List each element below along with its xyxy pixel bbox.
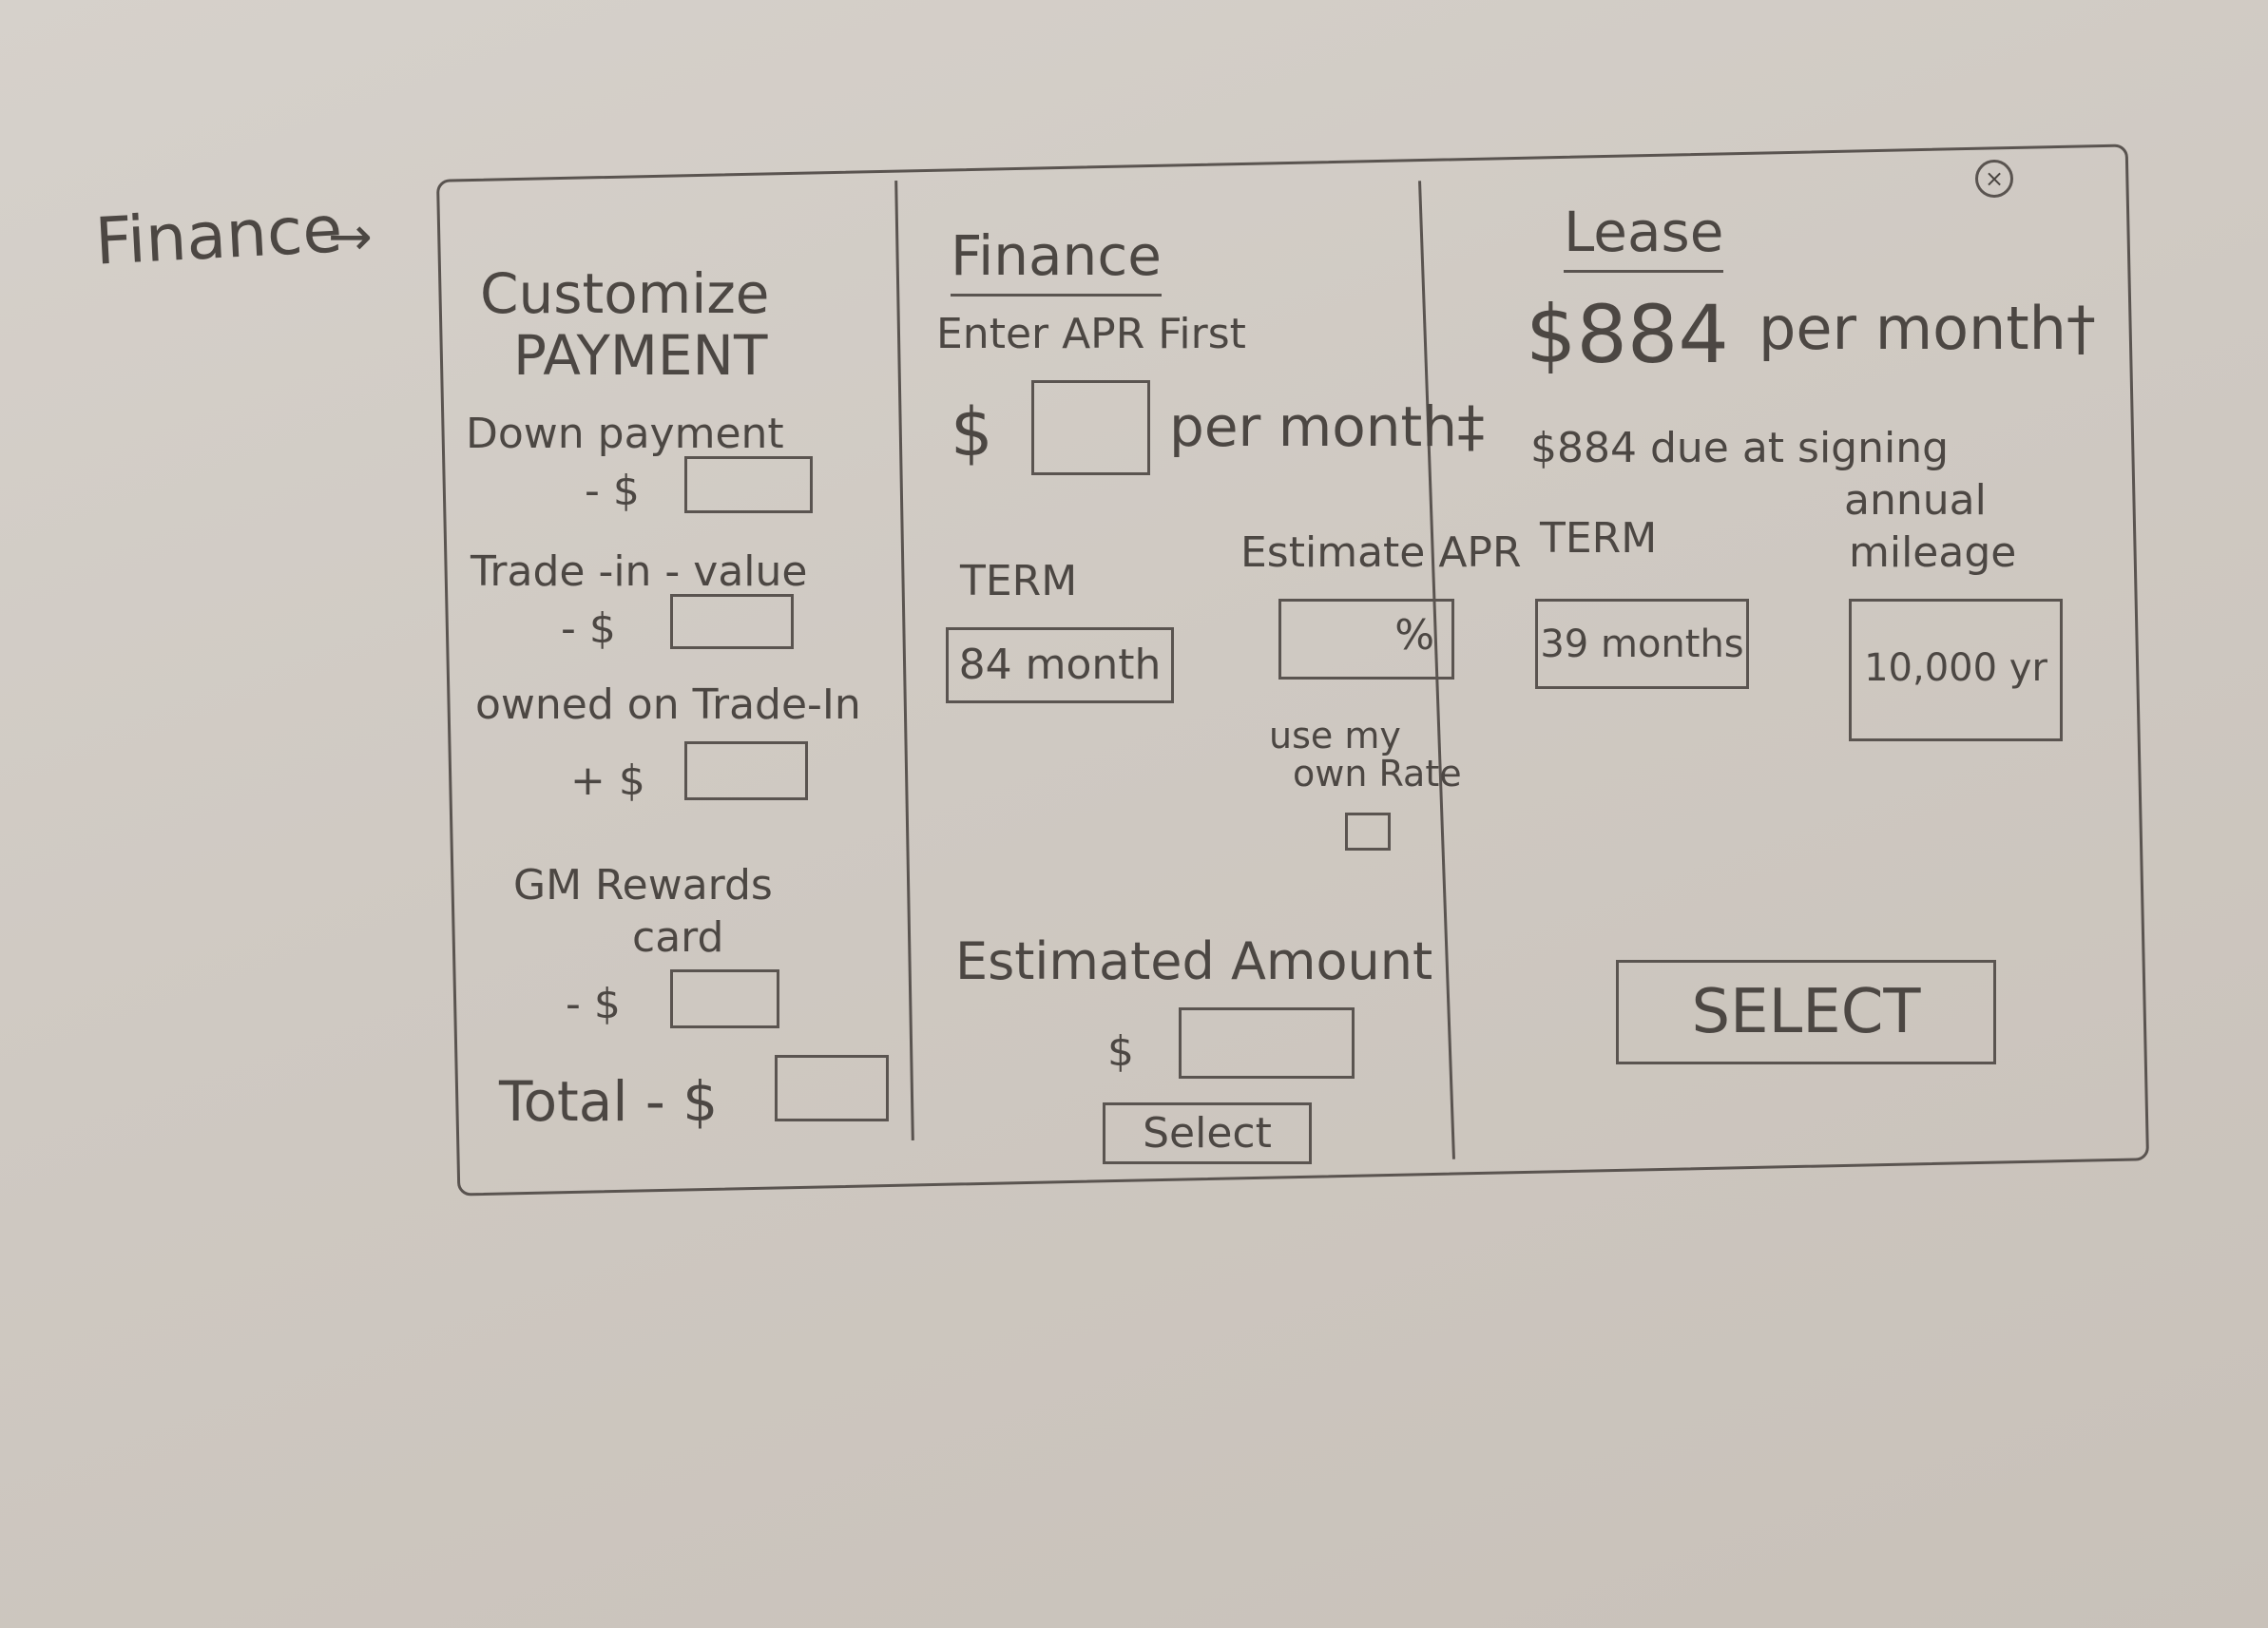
close-icon[interactable]: ×	[1975, 160, 2013, 198]
enter-apr-first-label: Enter APR First	[936, 310, 1246, 358]
down-payment-input[interactable]	[684, 456, 813, 513]
customize-subtitle: PAYMENT	[513, 323, 768, 388]
estimated-amount-label: Estimated Amount	[955, 931, 1433, 991]
gm-rewards-sign: - $	[566, 980, 621, 1028]
gm-rewards-sublabel: card	[632, 913, 724, 962]
total-label: Total - $	[499, 1069, 719, 1134]
finance-term-select[interactable]: 84 month	[946, 627, 1174, 703]
down-payment-sign: - $	[585, 467, 640, 515]
use-own-rate-checkbox[interactable]	[1345, 813, 1391, 851]
percent-label: %	[1394, 611, 1434, 660]
gm-rewards-input[interactable]	[670, 969, 779, 1028]
down-payment-label: Down payment	[466, 410, 784, 458]
finance-select-button[interactable]: Select	[1103, 1102, 1312, 1164]
lease-select-button[interactable]: SELECT	[1616, 960, 1996, 1064]
annual-mileage-sublabel: mileage	[1849, 528, 2017, 577]
due-at-signing-label: $884 due at signing	[1530, 424, 1950, 472]
annual-mileage-select[interactable]: 10,000 yr	[1849, 599, 2063, 741]
use-own-rate-sublabel: own Rate	[1293, 753, 1462, 795]
estimated-amount-input[interactable]	[1179, 1007, 1355, 1079]
annual-mileage-label: annual	[1844, 476, 1987, 525]
owed-on-trade-in-input[interactable]	[684, 741, 808, 800]
estimate-apr-label: Estimate APR	[1240, 528, 1522, 577]
trade-in-value-label: Trade -in - value	[471, 547, 808, 596]
trade-in-value-sign: - $	[561, 604, 616, 653]
gm-rewards-label: GM Rewards	[513, 861, 773, 910]
annotation-arrow-icon: →	[328, 206, 373, 268]
finance-title: Finance	[951, 223, 1162, 297]
estimated-amount-currency: $	[1107, 1027, 1134, 1076]
lease-title: Lease	[1564, 200, 1724, 273]
lease-term-label: TERM	[1540, 514, 1658, 563]
use-own-rate-label: use my	[1269, 715, 1401, 757]
finance-monthly-input[interactable]	[1031, 380, 1150, 475]
lease-per-month-label: per month†	[1759, 294, 2096, 363]
finance-per-month-label: per month‡	[1169, 394, 1486, 459]
estimate-apr-input[interactable]: %	[1278, 599, 1454, 680]
total-input[interactable]	[775, 1055, 889, 1121]
lease-price: $884	[1526, 288, 1729, 381]
finance-currency-label: $	[951, 393, 993, 471]
trade-in-value-input[interactable]	[670, 594, 794, 649]
lease-term-select[interactable]: 39 months	[1535, 599, 1749, 689]
customize-title: Customize	[480, 261, 770, 326]
owed-on-trade-in-label: owned on Trade-In	[475, 680, 861, 729]
owed-on-trade-in-sign: + $	[570, 757, 645, 805]
finance-annotation-label: Finance	[93, 192, 345, 280]
finance-term-label: TERM	[960, 557, 1078, 605]
